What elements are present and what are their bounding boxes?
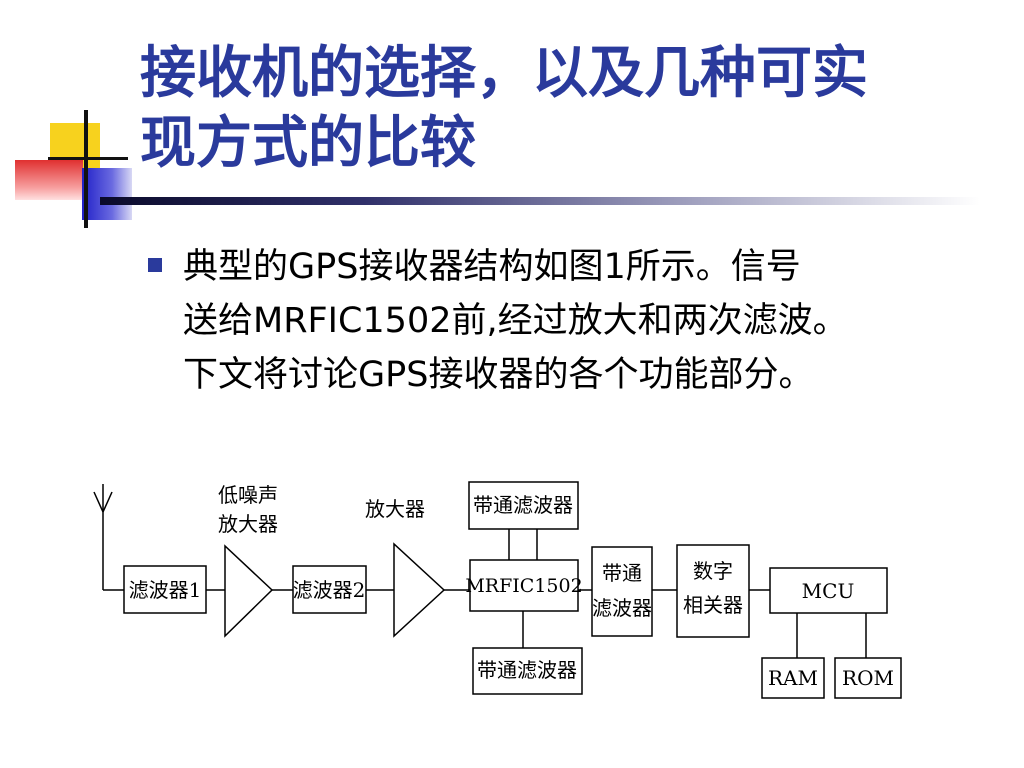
mcu-box bbox=[769, 567, 888, 614]
label-filter2: 滤波器2 bbox=[293, 578, 366, 602]
antenna-icon bbox=[93, 484, 113, 590]
label-rom: ROM bbox=[842, 666, 894, 690]
lna-triangle-icon bbox=[224, 544, 274, 638]
bullet-text: 典型的GPS接收器结构如图1所示。信号 送给MRFIC1502前,经过放大和两次… bbox=[183, 240, 1013, 402]
body-line-2: 送给MRFIC1502前,经过放大和两次滤波。 bbox=[183, 301, 848, 341]
label-mcu: MCU bbox=[802, 579, 855, 603]
label-lna-line2: 放大器 bbox=[218, 512, 278, 536]
bpf-top-box bbox=[468, 481, 579, 530]
correlator-box bbox=[676, 544, 750, 638]
label-filter1: 滤波器1 bbox=[129, 578, 202, 602]
bpf-bottom-box bbox=[472, 647, 583, 695]
label-bpf-top: 带通滤波器 bbox=[473, 493, 573, 517]
label-mrfic: MRFIC1502 bbox=[465, 575, 582, 597]
bullet-square-icon bbox=[148, 258, 162, 272]
label-correlator-line1: 数字 bbox=[693, 559, 733, 583]
deco-blue-square bbox=[82, 168, 132, 220]
ram-box bbox=[761, 657, 825, 699]
title-line-1: 接收机的选择，以及几种可实 bbox=[140, 40, 868, 106]
body-line-3: 下文将讨论GPS接收器的各个功能部分。 bbox=[183, 355, 814, 395]
slide-title: 接收机的选择，以及几种可实 现方式的比较 bbox=[140, 38, 980, 178]
label-bpf-right-line2: 滤波器 bbox=[592, 596, 652, 620]
label-bpf-bottom: 带通滤波器 bbox=[477, 658, 577, 682]
label-bpf-right-line1: 带通 bbox=[602, 561, 642, 585]
gps-receiver-block-diagram: 滤波器1 低噪声 放大器 滤波器2 放大器 带通滤波器 MRFIC1502 带通… bbox=[93, 481, 902, 699]
deco-horizontal-line bbox=[48, 157, 128, 160]
rom-box bbox=[834, 657, 902, 699]
title-line-2: 现方式的比较 bbox=[140, 110, 476, 176]
label-lna-line1: 低噪声 bbox=[218, 483, 278, 507]
deco-red-square bbox=[15, 160, 83, 200]
amplifier-triangle-icon bbox=[393, 542, 446, 638]
body-line-1: 典型的GPS接收器结构如图1所示。信号 bbox=[183, 247, 801, 287]
label-correlator-line2: 相关器 bbox=[683, 593, 743, 617]
title-underline bbox=[100, 197, 980, 205]
deco-vertical-line bbox=[84, 110, 88, 228]
bpf-right-box bbox=[591, 546, 653, 637]
label-ram: RAM bbox=[768, 666, 818, 690]
mrfic-box bbox=[469, 559, 579, 612]
label-amp: 放大器 bbox=[365, 497, 425, 521]
